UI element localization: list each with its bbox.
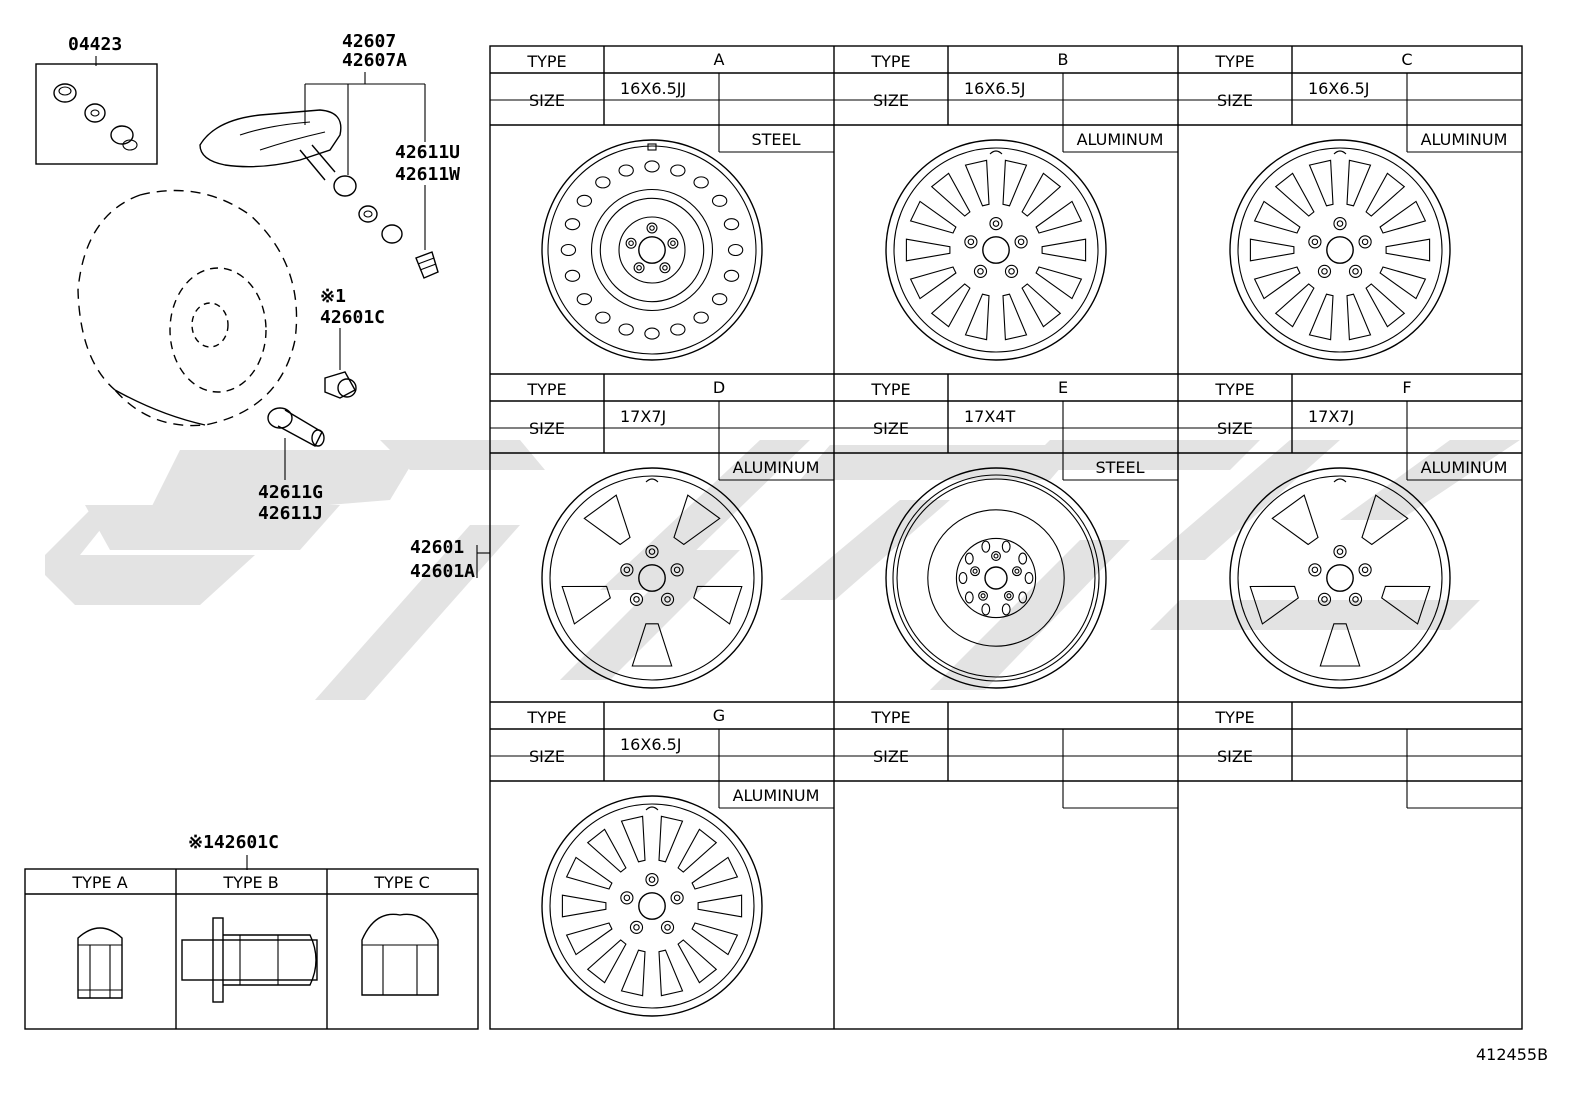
- label-42611g: 42611G: [258, 482, 323, 503]
- wheel-cell-d: TYPE SIZE D 17X7J ALUMINUM: [490, 374, 834, 689]
- valve-stem-icon: [415, 251, 439, 279]
- wheel-cell-b: TYPE SIZE B 16X6.5J ALUMINUM: [834, 46, 1178, 361]
- label-42607a: 42607A: [342, 50, 407, 71]
- wheel-type-grid: TYPE SIZE A 16X6.5JJ STEEL TYPE SIZE B 16X6.5J AL…: [489, 45, 1523, 1030]
- nut-type-c-icon: [361, 913, 439, 996]
- wheel-twin-icon: [1229, 139, 1451, 361]
- size-label: SIZE: [1217, 747, 1253, 766]
- valve-kit-box: [35, 63, 158, 165]
- wheel-cell-c: TYPE SIZE C 16X6.5J ALUMINUM: [1178, 46, 1522, 361]
- wheel-type-value: D: [713, 378, 725, 397]
- leader-lines: [95, 56, 490, 870]
- label-42601c: 42601C: [320, 307, 385, 328]
- label-04423: 04423: [68, 34, 122, 55]
- type-label: TYPE: [526, 708, 566, 727]
- rubber-valve-icon: [267, 407, 325, 447]
- wheel-size-value: 17X4T: [964, 407, 1016, 426]
- wheel-type-value: C: [1401, 50, 1412, 69]
- wheel-size-value: 16X6.5J: [1308, 79, 1369, 98]
- size-label: SIZE: [1217, 419, 1253, 438]
- wheel-material-value: ALUMINUM: [733, 458, 820, 477]
- type-label: TYPE: [1214, 52, 1254, 71]
- wheel-size-value: 17X7J: [1308, 407, 1354, 426]
- wheel-cell-blank-8: TYPE SIZE: [1178, 702, 1522, 809]
- type-label: TYPE: [870, 52, 910, 71]
- wheel-size-value: 16X6.5J: [620, 735, 681, 754]
- wheel-type-value: F: [1402, 378, 1411, 397]
- tpms-sensor-icon: [199, 109, 403, 244]
- wheel-steel-icon: [541, 139, 763, 361]
- type-label: TYPE: [870, 380, 910, 399]
- grid-frame: [489, 45, 1523, 1030]
- nut-type-table: TYPE A TYPE B TYPE C: [24, 868, 479, 1030]
- size-label: SIZE: [529, 419, 565, 438]
- nut-type-b-header: TYPE B: [222, 873, 278, 892]
- wheel-type-value: A: [714, 50, 725, 69]
- wheel-material-value: ALUMINUM: [1421, 130, 1508, 149]
- label-42601a: 42601A: [410, 561, 475, 582]
- watermark-logo: [45, 440, 1520, 700]
- label-42607: 42607: [342, 31, 396, 52]
- valve-cap-icon: [53, 83, 77, 103]
- diagram-code: 412455B: [1476, 1045, 1548, 1064]
- type-label: TYPE: [526, 380, 566, 399]
- type-label: TYPE: [1214, 380, 1254, 399]
- nut-type-b-icon: [181, 917, 318, 1003]
- wheel-twin-icon: [885, 139, 1107, 361]
- wheel-spare-icon: [885, 467, 1107, 689]
- label-42611u: 42611U: [395, 142, 460, 163]
- wheel-spoke5-icon: [1229, 467, 1451, 689]
- wheel-material-value: STEEL: [1095, 458, 1144, 477]
- nut-type-a-icon: [77, 927, 123, 999]
- size-label: SIZE: [873, 419, 909, 438]
- part-labels: 04423 42607 42607A 42611U 42611W ※1 4260…: [68, 31, 1548, 1064]
- lug-nut-icon: [324, 371, 357, 399]
- type-label: TYPE: [870, 708, 910, 727]
- valve-washer-icon: [84, 103, 106, 123]
- wheel-cell-blank-7: TYPE SIZE: [834, 702, 1178, 809]
- label-42601: 42601: [410, 537, 464, 558]
- wheel-cell-g: TYPE SIZE G 16X6.5J ALUMINUM: [490, 702, 834, 1017]
- tire-outline: [77, 189, 298, 427]
- label-note-1: ※1: [320, 286, 346, 307]
- wheel-size-value: 16X6.5JJ: [620, 79, 686, 98]
- wheel-type-value: B: [1058, 50, 1069, 69]
- type-label: TYPE: [1214, 708, 1254, 727]
- wheel-material-value: ALUMINUM: [733, 786, 820, 805]
- label-42611w: 42611W: [395, 164, 460, 185]
- wheel-material-value: STEEL: [751, 130, 800, 149]
- wheel-twin-icon: [541, 795, 763, 1017]
- wheel-spoke5-icon: [541, 467, 763, 689]
- wheel-material-value: ALUMINUM: [1077, 130, 1164, 149]
- label-42611j: 42611J: [258, 503, 323, 524]
- wheel-size-value: 16X6.5J: [964, 79, 1025, 98]
- size-label: SIZE: [529, 91, 565, 110]
- wheel-type-value: G: [713, 706, 725, 725]
- type-label: TYPE: [526, 52, 566, 71]
- valve-core-icon: [110, 125, 138, 151]
- wheel-cell-e: TYPE SIZE E 17X4T STEEL: [834, 374, 1178, 689]
- size-label: SIZE: [529, 747, 565, 766]
- size-label: SIZE: [1217, 91, 1253, 110]
- size-label: SIZE: [873, 747, 909, 766]
- wheel-material-value: ALUMINUM: [1421, 458, 1508, 477]
- wheel-cell-a: TYPE SIZE A 16X6.5JJ STEEL: [490, 46, 834, 361]
- wheel-size-value: 17X7J: [620, 407, 666, 426]
- wheel-cell-f: TYPE SIZE F 17X7J ALUMINUM: [1178, 374, 1522, 689]
- nut-table-title: ※142601C: [188, 832, 279, 853]
- wheel-type-value: E: [1058, 378, 1068, 397]
- nut-type-c-header: TYPE C: [373, 873, 430, 892]
- size-label: SIZE: [873, 91, 909, 110]
- nut-type-a-header: TYPE A: [71, 873, 127, 892]
